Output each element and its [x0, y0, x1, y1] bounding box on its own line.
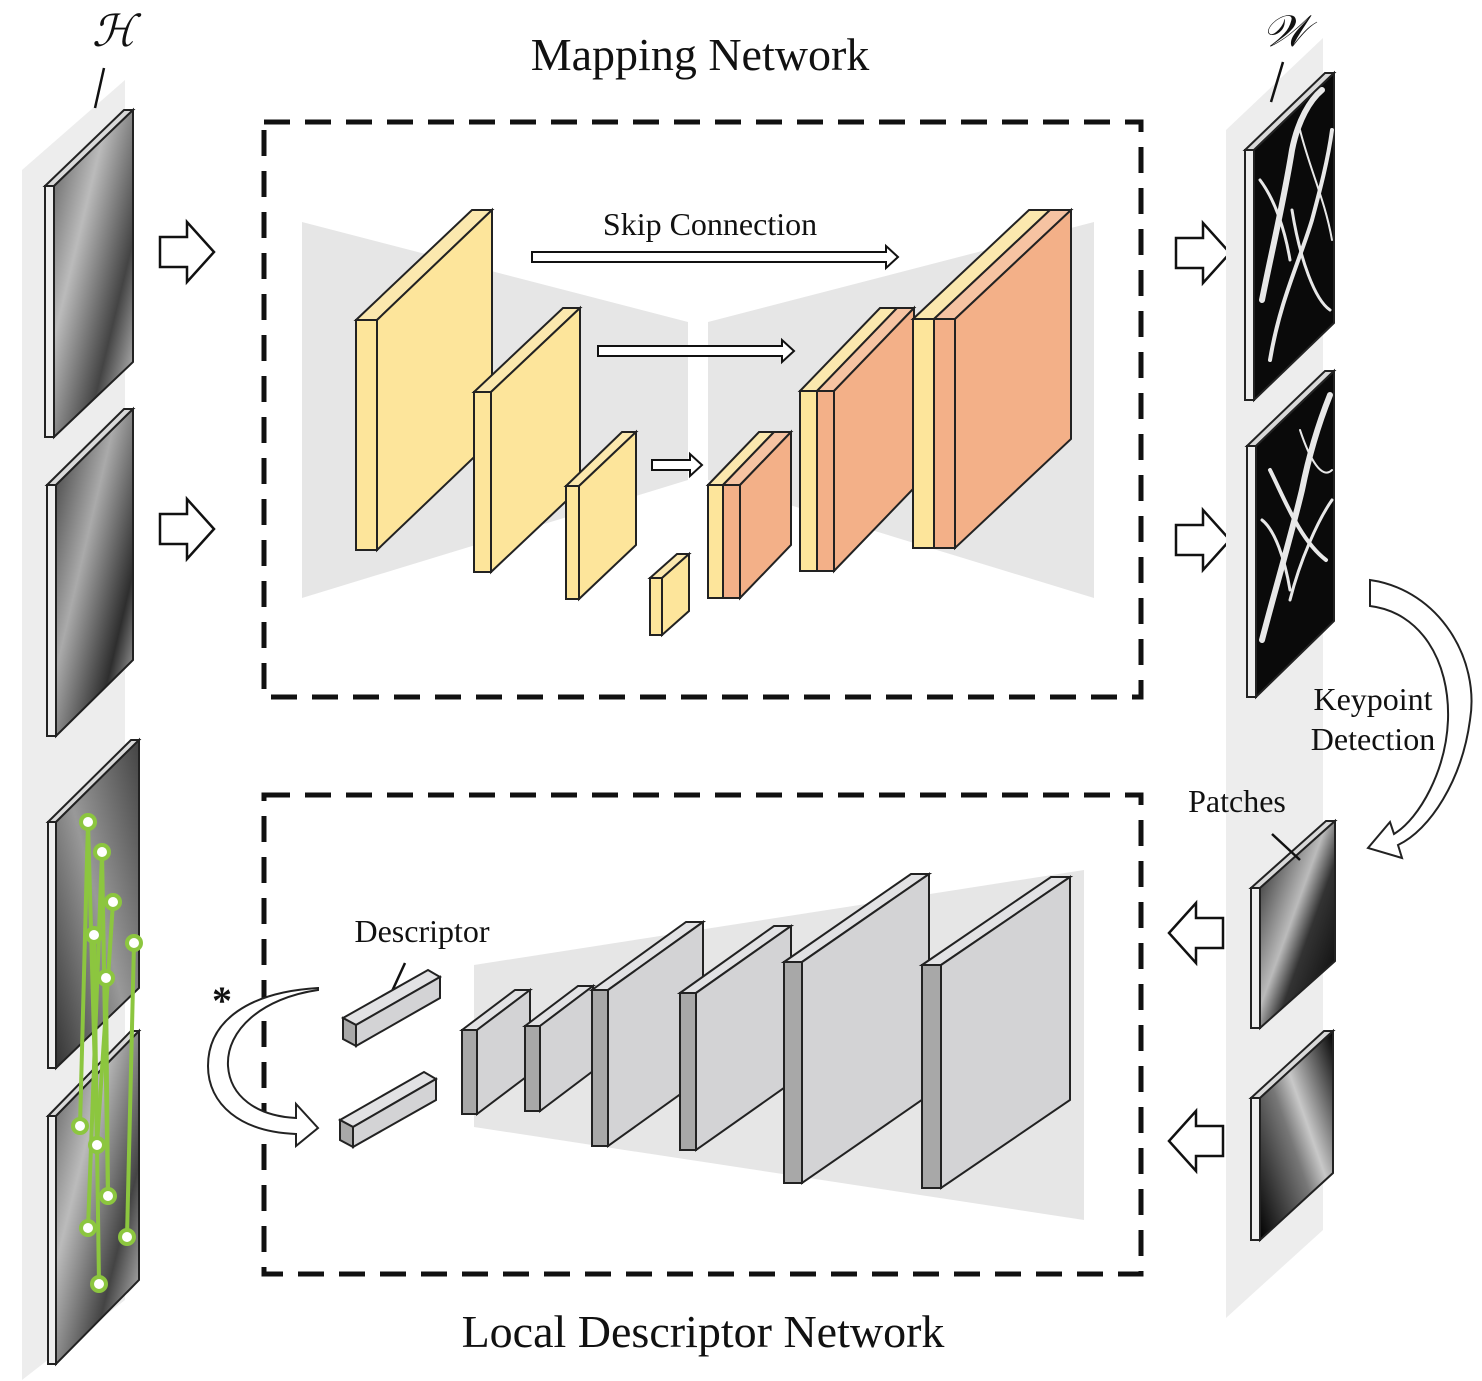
cnn-block-6 — [918, 875, 1074, 1190]
encoder-block-1 — [353, 207, 495, 553]
encoder-block-4 — [647, 551, 692, 638]
w-space-column: 𝒲 — [1188, 6, 1338, 1318]
cnn-block-1 — [459, 987, 533, 1117]
match-line — [125, 942, 136, 1238]
descriptor-label: Descriptor — [354, 913, 489, 949]
decoder-block-3 — [910, 207, 1074, 551]
input-arrow-1 — [158, 218, 216, 286]
mapping-network-title: Mapping Network — [531, 29, 870, 80]
h-space-column: ℋ — [22, 6, 143, 1380]
w-vessel-map-1 — [1242, 70, 1337, 403]
keypoint-marker — [118, 1228, 136, 1246]
patches-leader — [1271, 833, 1301, 861]
local-descriptor-network-box — [261, 792, 1144, 1277]
patch-arrow-2 — [1167, 1107, 1225, 1175]
match-line — [86, 821, 99, 1146]
decoder-block-2 — [797, 305, 917, 574]
skip-arrow-2 — [597, 337, 796, 365]
match-line — [78, 821, 90, 1127]
h-space-symbol: ℋ — [92, 6, 142, 57]
keypoint-marker — [88, 1136, 106, 1154]
match-line — [100, 851, 110, 1197]
h-image-slab-3 — [45, 737, 142, 1071]
skip-connection-label: Skip Connection — [603, 206, 817, 242]
descriptor-comparison-arrow — [206, 986, 320, 1149]
w-space-symbol: 𝒲 — [1262, 6, 1318, 57]
keypoint-detection-arrow — [1366, 578, 1473, 860]
keypoint-marker — [99, 1187, 117, 1205]
h-image-slab-1 — [42, 107, 136, 440]
comparison-star: * — [212, 978, 232, 1023]
cnn-block-4 — [676, 924, 795, 1152]
keypoint-marker — [125, 934, 143, 952]
keypoint-marker — [79, 813, 97, 831]
encoder-block-2 — [471, 305, 583, 575]
skip-arrow-1 — [531, 243, 900, 271]
keypoint-marker — [97, 969, 115, 987]
skip-arrow-3 — [651, 451, 704, 479]
decoder-block-1 — [705, 429, 794, 601]
output-arrow-2 — [1174, 506, 1232, 574]
keypoint-marker — [71, 1117, 89, 1135]
h-image-slab-2 — [44, 406, 136, 739]
input-arrow-2 — [158, 495, 216, 563]
mapping-network-box — [261, 119, 1144, 700]
patch-slab-2 — [1248, 1028, 1336, 1243]
keypoint-matches — [71, 813, 143, 1293]
keypoint-detection-label-line2: Detection — [1311, 721, 1435, 757]
keypoint-detection-label-line1: Keypoint — [1313, 681, 1432, 717]
encoder-block-3 — [563, 429, 639, 602]
keypoint-marker — [79, 1219, 97, 1237]
patch-arrow-1 — [1167, 899, 1225, 967]
w-vessel-map-2 — [1244, 368, 1337, 700]
patches-label: Patches — [1188, 783, 1286, 819]
keypoint-marker — [90, 1275, 108, 1293]
cnn-block-2 — [522, 983, 596, 1114]
keypoint-marker — [93, 843, 111, 861]
descriptor-vector-1 — [340, 968, 442, 1048]
w-symbol-leader — [1269, 61, 1285, 103]
output-arrow-1 — [1174, 219, 1232, 287]
skip-connection-arrows — [531, 243, 900, 479]
cnn-block-5 — [780, 872, 933, 1185]
keypoint-marker — [104, 893, 122, 911]
descriptor-vector-2 — [337, 1070, 438, 1149]
local-descriptor-network-title: Local Descriptor Network — [462, 1306, 945, 1357]
keypoint-marker — [85, 926, 103, 944]
h-symbol-leader — [93, 67, 106, 109]
